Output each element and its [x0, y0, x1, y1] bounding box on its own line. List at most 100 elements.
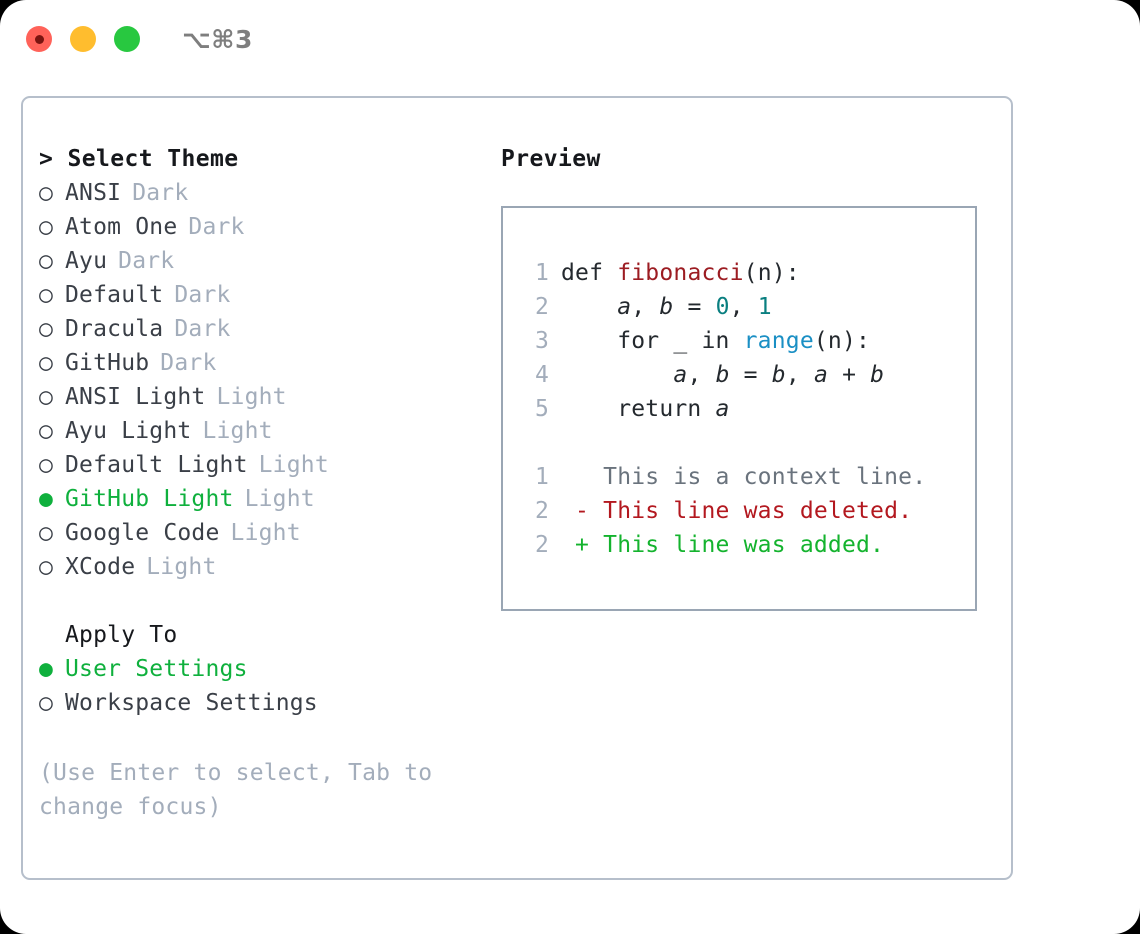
diff-line-del: 2 - This line was deleted.	[521, 494, 975, 528]
zoom-button-icon[interactable]	[114, 26, 140, 52]
theme-variant-tag: Light	[216, 384, 287, 410]
diff-line-add: 2 + This line was added.	[521, 528, 975, 562]
code-token-plain: =	[673, 294, 716, 320]
theme-option-default[interactable]: ○ Default Dark	[39, 278, 501, 312]
radio-unselected-icon: ○	[39, 248, 54, 274]
theme-variant-tag: Dark	[174, 316, 231, 342]
code-token-plain: ,	[631, 294, 660, 320]
code-token-plain: def	[561, 260, 618, 286]
theme-option-label: Atom One	[65, 214, 178, 240]
preview-title: Preview	[501, 146, 601, 172]
theme-option-label: Ayu	[65, 248, 108, 274]
diff-marker: +	[561, 532, 590, 558]
code-line: 2 a, b = 0, 1	[521, 290, 975, 324]
theme-option-ansi[interactable]: ○ ANSI Dark	[39, 176, 501, 210]
close-button-icon[interactable]	[26, 26, 52, 52]
keyboard-hint-text: (Use Enter to select, Tab to change focu…	[39, 760, 433, 820]
theme-option-github-light[interactable]: ● GitHub Light Light	[39, 482, 501, 516]
apply-to-option-user-settings[interactable]: ● User Settings	[39, 652, 501, 686]
code-token-plain: +	[828, 362, 871, 388]
diff-text: This is a context line.	[589, 464, 927, 490]
code-token-var: a	[673, 362, 688, 388]
apply-to-list: ● User Settings ○Workspace Settings	[39, 652, 501, 720]
code-token-plain: (n):	[743, 260, 800, 286]
diff-marker	[561, 464, 589, 490]
traffic-lights	[26, 26, 140, 52]
code-token-builtin: range	[743, 328, 814, 354]
radio-selected-icon: ●	[39, 486, 54, 512]
spacer	[39, 584, 501, 618]
theme-variant-tag: Light	[202, 418, 273, 444]
code-token-func: fibonacci	[617, 260, 744, 286]
theme-option-ayu[interactable]: ○ Ayu Dark	[39, 244, 501, 278]
radio-unselected-icon: ○	[39, 214, 54, 240]
code-token-plain	[561, 294, 617, 320]
code-line: 5 return a	[521, 392, 975, 426]
keyboard-shortcut-label: ⌥⌘3	[182, 24, 253, 54]
diff-marker: -	[561, 498, 590, 524]
theme-option-label: Default Light	[65, 452, 248, 478]
code-token-plain: return	[561, 396, 716, 422]
line-number: 2	[534, 498, 549, 524]
close-dot-icon	[34, 34, 44, 44]
theme-option-label: GitHub	[65, 350, 150, 376]
apply-to-option-label: User Settings	[65, 656, 248, 682]
theme-variant-tag: Dark	[160, 350, 217, 376]
theme-variant-tag: Light	[258, 452, 329, 478]
code-token-var: a	[617, 294, 632, 320]
code-token-plain: (n):	[813, 328, 871, 354]
code-token-plain	[561, 362, 673, 388]
code-line: 3 for _ in range(n):	[521, 324, 975, 358]
theme-option-label: GitHub Light	[65, 486, 234, 512]
apply-to-option-workspace-settings[interactable]: ○Workspace Settings	[39, 686, 501, 720]
radio-selected-icon: ●	[39, 656, 54, 682]
theme-variant-tag: Light	[244, 486, 315, 512]
minimize-button-icon[interactable]	[70, 26, 96, 52]
diff-sample: 1 This is a context line. 2 - This line w…	[521, 460, 975, 562]
diff-text: This line was added.	[589, 532, 885, 558]
radio-unselected-icon: ○	[39, 316, 54, 342]
theme-option-label: Google Code	[65, 520, 220, 546]
code-token-var: a	[715, 396, 730, 422]
code-token-var: b	[870, 362, 885, 388]
code-token-num: 1	[757, 294, 772, 320]
theme-option-dracula[interactable]: ○ Dracula Dark	[39, 312, 501, 346]
code-spacer	[521, 426, 975, 460]
code-token-plain: =	[729, 362, 772, 388]
title-bar: ⌥⌘3	[0, 0, 1140, 78]
code-token-num: 0	[715, 294, 730, 320]
theme-variant-tag: Dark	[174, 282, 231, 308]
radio-unselected-icon: ○	[39, 418, 54, 444]
radio-unselected-icon: ○	[39, 520, 54, 546]
radio-unselected-icon: ○	[39, 690, 54, 716]
code-token-var: b	[771, 362, 786, 388]
theme-option-label: Dracula	[65, 316, 164, 342]
line-number: 5	[534, 396, 549, 422]
theme-variant-tag: Light	[146, 554, 217, 580]
theme-option-label: ANSI	[65, 180, 122, 206]
theme-variant-tag: Dark	[132, 180, 189, 206]
line-number: 1	[534, 464, 549, 490]
theme-option-label: XCode	[65, 554, 136, 580]
radio-unselected-icon: ○	[39, 282, 54, 308]
theme-option-label: Default	[65, 282, 164, 308]
line-number: 3	[534, 328, 549, 354]
code-token-plain: ,	[785, 362, 814, 388]
select-theme-header: > Select Theme	[39, 146, 239, 172]
line-number: 4	[534, 362, 549, 388]
radio-unselected-icon: ○	[39, 180, 54, 206]
theme-option-label: ANSI Light	[65, 384, 206, 410]
theme-variant-tag: Dark	[118, 248, 175, 274]
